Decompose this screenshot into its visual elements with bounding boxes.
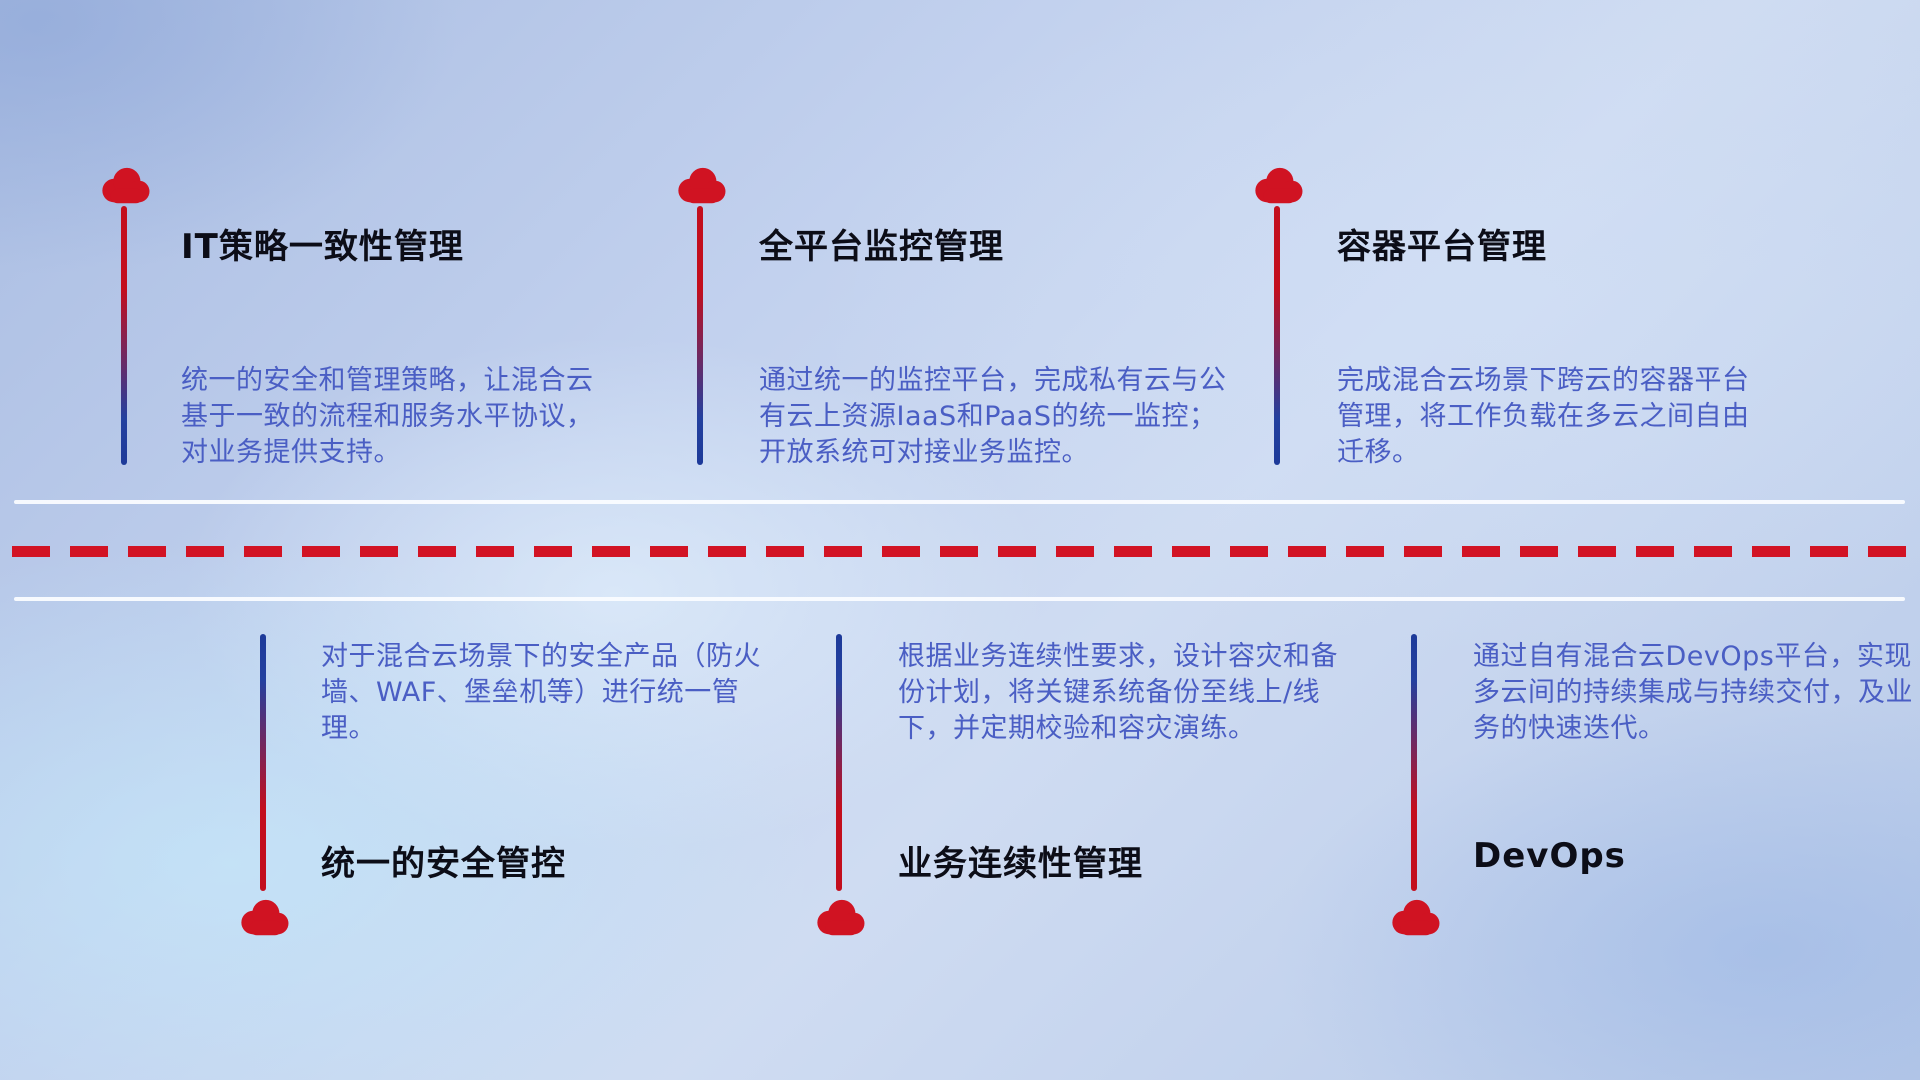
feature-title: DevOps (1473, 836, 1626, 876)
feature-description: 统一的安全和管理策略，让混合云基于一致的流程和服务水平协议，对业务提供支持。 (181, 365, 594, 468)
timeline-connector (121, 206, 127, 465)
feature-title: 业务连续性管理 (898, 844, 1143, 884)
feature-title: 统一的安全管控 (321, 844, 566, 884)
feature-description: 通过统一的监控平台，完成私有云与公有云上资源IaaS和PaaS的统一监控；开放系… (759, 365, 1227, 468)
timeline-connector (1274, 206, 1280, 465)
cloud-icon (235, 898, 293, 938)
feature-description: 通过自有混合云DevOps平台，实现多云间的持续集成与持续交付，及业务的快速迭代… (1473, 641, 1913, 744)
divider-line-top (14, 500, 1905, 504)
cloud-icon (811, 898, 869, 938)
divider-line-bottom (14, 597, 1905, 601)
timeline-connector (260, 634, 266, 891)
feature-description: 对于混合云场景下的安全产品（防火墙、WAF、堡垒机等）进行统一管理。 (321, 641, 761, 744)
feature-title: IT策略一致性管理 (181, 227, 464, 267)
feature-description: 完成混合云场景下跨云的容器平台管理，将工作负载在多云之间自由迁移。 (1337, 365, 1750, 468)
timeline-connector (697, 206, 703, 465)
feature-title: 全平台监控管理 (759, 227, 1004, 267)
cloud-icon (1386, 898, 1444, 938)
cloud-icon (96, 166, 154, 206)
timeline-connector (1411, 634, 1417, 891)
timeline-connector (836, 634, 842, 891)
cloud-icon (672, 166, 730, 206)
feature-title: 容器平台管理 (1337, 227, 1547, 267)
feature-description: 根据业务连续性要求，设计容灾和备份计划，将关键系统备份至线上/线下，并定期校验和… (898, 641, 1338, 744)
divider-dashed-line (12, 546, 1908, 557)
cloud-icon (1249, 166, 1307, 206)
